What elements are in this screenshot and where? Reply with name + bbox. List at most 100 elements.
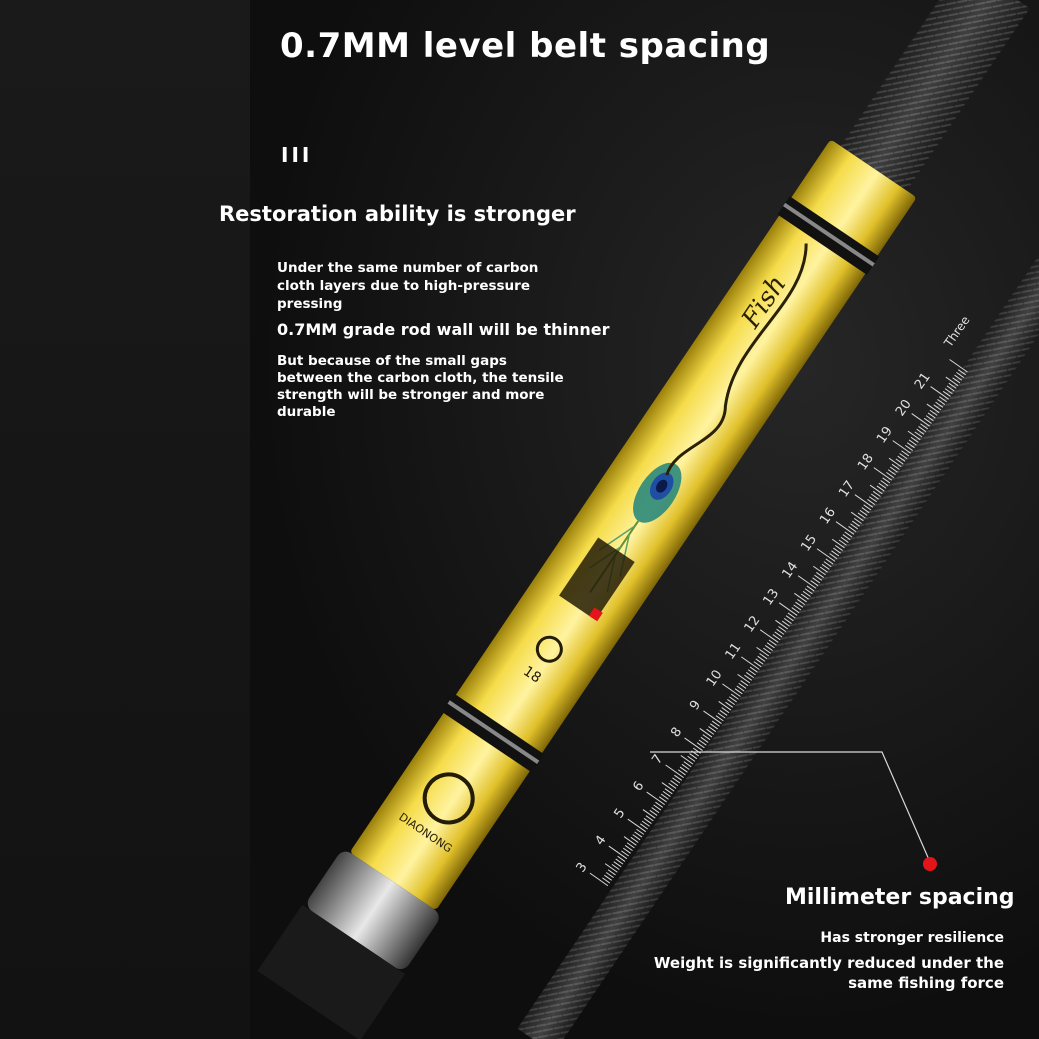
ruler-tick	[734, 688, 743, 695]
millimeter-line-1: Has stronger resilience	[820, 930, 1004, 946]
ruler-tick	[660, 793, 669, 800]
restoration-paragraph-3: But because of the small gaps between th…	[277, 353, 564, 420]
restoration-heading: Restoration ability is stronger	[219, 202, 576, 226]
ruler-tick	[878, 482, 887, 489]
ruler-tick	[939, 396, 948, 403]
ruler-tick	[634, 831, 643, 838]
ruler-tick	[859, 509, 868, 516]
ruler-tick	[736, 685, 745, 692]
callout-line	[650, 751, 931, 863]
ruler-tick	[759, 629, 779, 643]
ruler-tick	[753, 661, 762, 668]
ruler-tick	[797, 599, 806, 606]
ruler-tick	[914, 431, 923, 438]
ruler-tick	[643, 818, 652, 824]
ruler-tick	[954, 374, 963, 381]
ruler-tick	[589, 872, 609, 887]
ruler-tick	[895, 458, 904, 465]
ruler-tick-label: 13	[761, 586, 783, 608]
ruler-tick	[852, 520, 860, 527]
ruler-tick	[668, 782, 677, 789]
ruler-tick	[740, 680, 749, 687]
brand-logo-icon	[422, 772, 475, 825]
ruler-tick-label: 21	[912, 370, 934, 392]
ruler-tick	[930, 386, 949, 400]
ruler-tick	[658, 796, 667, 803]
ruler-tick	[661, 782, 675, 792]
ruler-tick-label: 10	[704, 667, 726, 689]
ruler-tick	[696, 742, 705, 749]
ruler-tick	[689, 753, 698, 760]
ruler-tick	[645, 815, 654, 822]
millimeter-line-2: Weight is significantly reduced under th…	[653, 954, 1004, 992]
ruler-tick	[617, 855, 626, 862]
ruler-tick	[853, 517, 862, 524]
ruler-tick	[664, 788, 673, 795]
ruler-label: Three	[941, 313, 973, 350]
ruler-tick	[935, 401, 944, 408]
ruler-tick	[901, 450, 910, 457]
ruler-tick	[749, 666, 758, 673]
ruler-tick-label: 16	[817, 505, 839, 527]
ruler-tick	[636, 828, 645, 835]
ruler-tick	[956, 371, 965, 378]
ruler-tick-label: 12	[742, 613, 764, 635]
ruler-tick-label: 9	[687, 698, 704, 713]
ruler-tick	[772, 634, 781, 641]
ruler-tick	[892, 440, 912, 454]
ruler-tick	[703, 710, 722, 724]
ruler-tick	[929, 409, 938, 416]
ruler-tick	[918, 426, 927, 433]
ruler-tick	[886, 471, 895, 478]
ruler-tick	[816, 548, 836, 562]
ruler-tick	[850, 523, 859, 530]
ruler-tick	[670, 780, 679, 787]
ruler-tick	[766, 642, 775, 649]
ruler-tick	[640, 823, 648, 830]
ruler-tick-label: 19	[874, 424, 896, 446]
ruler-tick	[759, 653, 768, 660]
ruler-tick	[698, 739, 707, 746]
ruler-tick	[722, 683, 741, 697]
ruler-tick	[785, 615, 794, 622]
ruler-tick	[880, 480, 889, 487]
ruler-tick	[926, 403, 940, 414]
ruler-tick	[870, 493, 879, 500]
ruler-tick	[946, 385, 955, 392]
ruler-tick	[717, 712, 726, 719]
ruler-tick-label: 5	[611, 806, 628, 821]
ruler-tick-label: 20	[893, 397, 915, 419]
ruler-tick	[840, 536, 849, 543]
ruler-tick	[802, 590, 811, 597]
ruler-tick	[944, 388, 953, 395]
ruler-tick-label: 15	[798, 532, 820, 554]
ruler-tick	[623, 836, 637, 846]
ruler-tick	[863, 504, 872, 511]
gold-rod: Fish 18 DIAONONG	[257, 0, 1030, 1039]
ruler-tick	[787, 612, 796, 619]
millimeter-heading: Millimeter spacing	[785, 885, 1015, 910]
callout-dot	[923, 857, 937, 871]
ruler-tick	[708, 726, 717, 733]
ruler-tick	[684, 737, 703, 751]
ruler-tick	[887, 469, 896, 476]
ruler-tick	[608, 845, 628, 860]
ruler-tick	[925, 415, 934, 422]
ruler-tick	[653, 804, 662, 811]
ruler-tick-label: 4	[593, 833, 610, 848]
ruler-tick	[718, 701, 732, 711]
ruler-tick	[611, 863, 620, 870]
ruler-tick	[958, 369, 966, 376]
ruler-tick	[889, 466, 898, 473]
ruler-tick	[783, 617, 792, 624]
ruler-tick	[737, 673, 751, 684]
ruler-tick	[622, 847, 631, 854]
ruler-tick	[948, 382, 957, 389]
ruler-tick	[861, 507, 870, 514]
ruler-tick	[757, 655, 766, 662]
signature-script-icon	[665, 243, 808, 476]
ruler-tick	[744, 674, 753, 681]
ruler-tick-label: 3	[574, 860, 591, 875]
